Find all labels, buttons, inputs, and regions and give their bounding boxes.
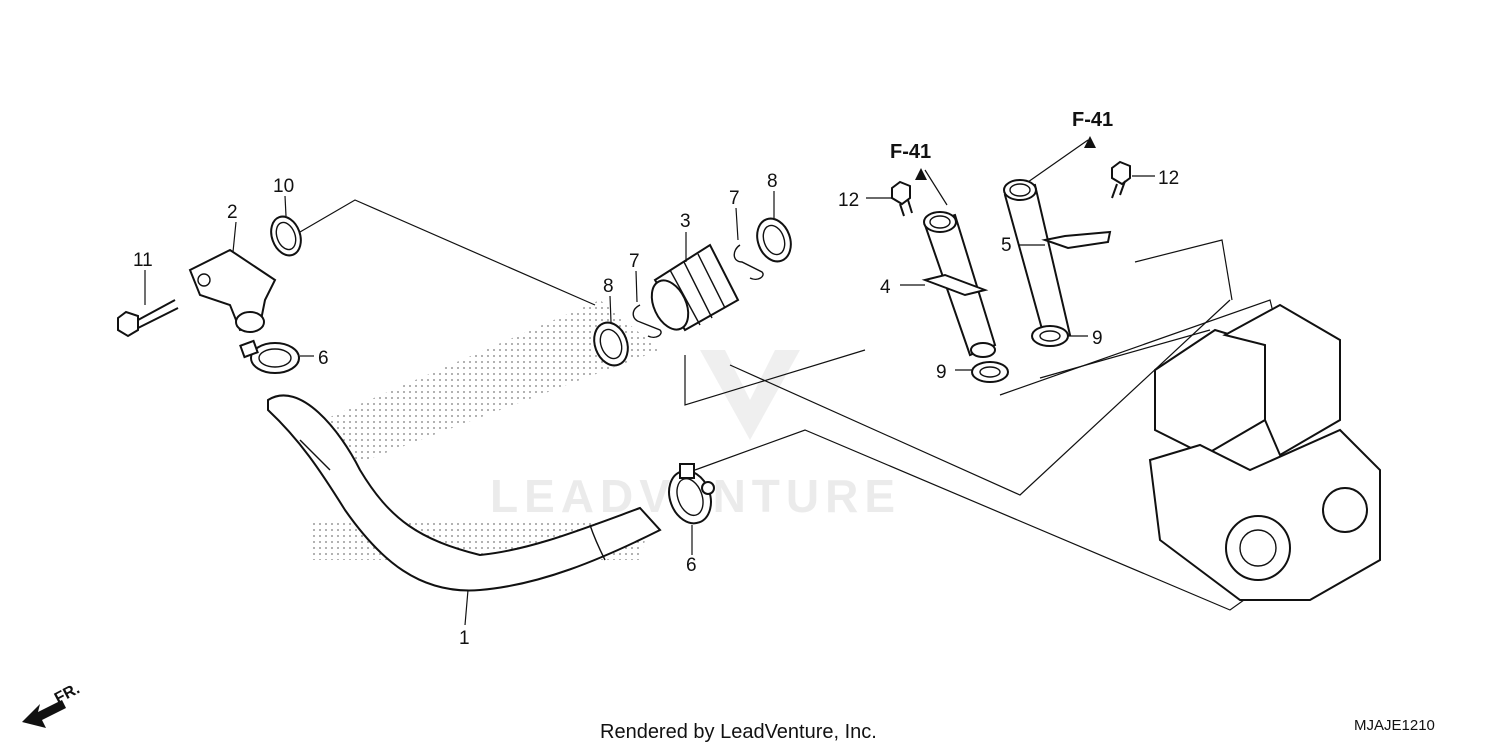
- reference-left[interactable]: F-41: [890, 141, 931, 180]
- connector-part-3[interactable]: [645, 243, 740, 335]
- callout-5[interactable]: 5: [1001, 235, 1012, 256]
- seal-part-9-left[interactable]: [971, 361, 1009, 383]
- water-pipe-part-5[interactable]: [1003, 179, 1112, 342]
- callout-3[interactable]: 3: [680, 211, 691, 232]
- callout-7-left[interactable]: 7: [629, 251, 640, 272]
- reference-label-right[interactable]: F-41: [1072, 109, 1113, 131]
- clip-part-7-left[interactable]: [632, 304, 662, 339]
- engine-block: [1148, 303, 1381, 601]
- o-ring-part-8-left[interactable]: [588, 318, 633, 370]
- callout-9-right[interactable]: 9: [1092, 328, 1103, 349]
- callout-9-left[interactable]: 9: [936, 362, 947, 383]
- credit-text: Rendered by LeadVenture, Inc.: [600, 721, 877, 743]
- callout-1[interactable]: 1: [459, 628, 470, 649]
- o-ring-part-10[interactable]: [266, 212, 306, 259]
- callouts: 1 2 3 4 5 6 6 7 7 8 8 9 9 10 11 12 12: [133, 168, 1179, 649]
- callout-10[interactable]: 10: [273, 176, 294, 197]
- callout-leaders: [144, 139, 1155, 626]
- elbow-joint-part-2[interactable]: [188, 248, 277, 333]
- callout-12-left[interactable]: 12: [838, 190, 859, 211]
- callout-12-right[interactable]: 12: [1158, 168, 1179, 189]
- callout-8-right[interactable]: 8: [767, 171, 778, 192]
- callout-7-right[interactable]: 7: [729, 188, 740, 209]
- water-pipe-part-4[interactable]: [921, 211, 997, 358]
- reference-right[interactable]: F-41: [1072, 109, 1113, 148]
- arrow-up-icon: [915, 168, 927, 180]
- front-direction-indicator: FR.: [22, 680, 83, 728]
- o-ring-part-8-right[interactable]: [751, 214, 796, 266]
- callout-6-lower[interactable]: 6: [686, 555, 697, 576]
- callout-4[interactable]: 4: [880, 277, 891, 298]
- hose-clamp-part-6-lower[interactable]: [662, 463, 718, 529]
- arrow-front-icon: [22, 700, 66, 728]
- bolt-part-12-left[interactable]: [891, 180, 913, 217]
- arrow-up-icon: [1084, 136, 1096, 148]
- seal-part-9-right[interactable]: [1031, 325, 1069, 347]
- diagram-code: MJAJE1210: [1354, 717, 1435, 734]
- bolt-part-11[interactable]: [117, 299, 179, 338]
- hose-clamp-part-6-upper[interactable]: [239, 339, 300, 374]
- bolt-part-12-right[interactable]: [1111, 160, 1131, 199]
- reference-label-left[interactable]: F-41: [890, 141, 931, 163]
- callout-8-left[interactable]: 8: [603, 276, 614, 297]
- callout-2[interactable]: 2: [227, 202, 238, 223]
- callout-6-upper[interactable]: 6: [318, 348, 329, 369]
- clip-part-7-right[interactable]: [733, 244, 764, 281]
- hose-part-1[interactable]: [267, 394, 662, 592]
- callout-11[interactable]: 11: [133, 250, 153, 271]
